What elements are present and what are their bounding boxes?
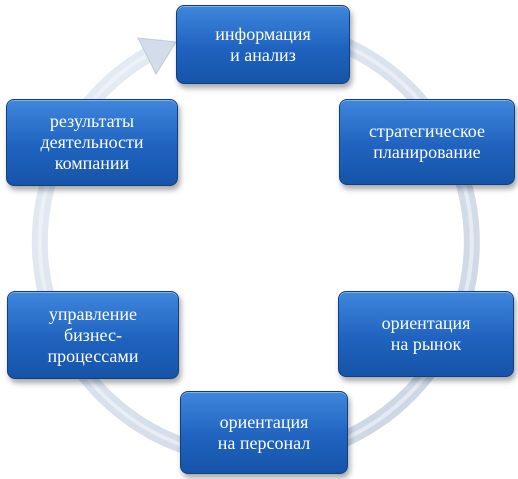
node-strategic-planning-label: стратегическое планирование <box>369 121 485 162</box>
node-info-analysis: информация и анализ <box>176 5 350 84</box>
node-info-analysis-label: информация и анализ <box>215 23 311 65</box>
node-company-results: результаты деятельности компании <box>6 99 178 186</box>
node-market-orientation: ориентация на рынок <box>338 291 514 377</box>
node-company-results-label: результаты деятельности компании <box>40 111 144 173</box>
node-strategic-planning: стратегическое планирование <box>339 99 515 185</box>
node-business-process-management: управление бизнес- процессами <box>7 291 179 379</box>
node-business-process-management-label: управление бизнес- процессами <box>47 303 139 366</box>
node-personnel-orientation: ориентация на персонал <box>180 391 348 474</box>
node-market-orientation-label: ориентация на рынок <box>381 313 471 354</box>
node-personnel-orientation-label: ориентация на персонал <box>217 411 311 453</box>
ring-arrowhead <box>137 37 177 76</box>
